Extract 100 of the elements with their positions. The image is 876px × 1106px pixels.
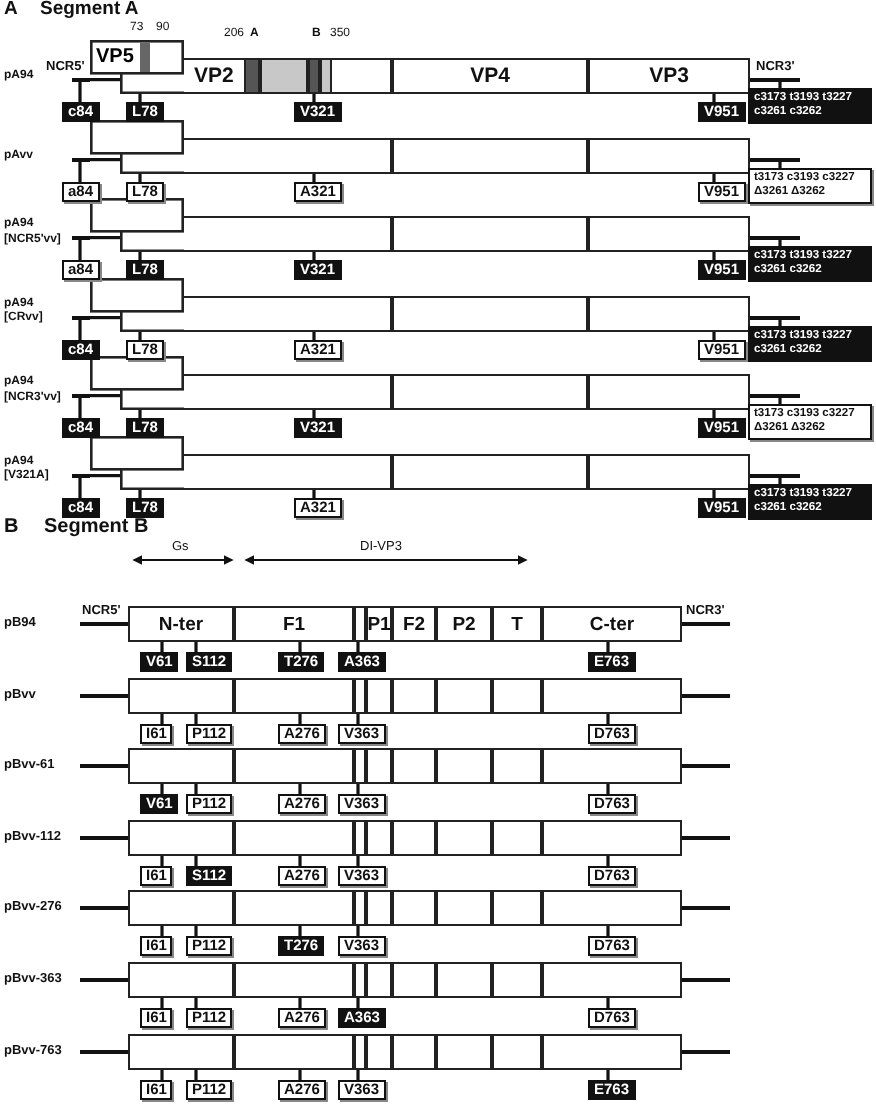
connector-line	[606, 1070, 610, 1080]
connector-line	[78, 162, 82, 182]
connector-line	[712, 94, 716, 102]
region-label: P1	[367, 613, 391, 635]
protein-region-box	[354, 962, 366, 998]
protein-region-box	[588, 296, 750, 332]
panel-letter: B	[4, 516, 19, 538]
region-label: F2	[402, 613, 426, 635]
connector-line	[298, 856, 302, 866]
connector-line	[78, 240, 82, 260]
protein-region-box	[392, 216, 588, 252]
genome-line	[682, 978, 730, 982]
genome-line	[80, 836, 128, 840]
connector-line	[160, 1070, 164, 1080]
protein-region-box	[492, 962, 542, 998]
connector-line	[78, 82, 82, 102]
protein-region-box	[366, 748, 392, 784]
protein-region-box	[542, 820, 682, 856]
connector-line	[78, 398, 82, 418]
connector-line	[312, 332, 316, 340]
region-label: P2	[452, 613, 476, 635]
connector-line	[356, 642, 360, 652]
genome-line	[80, 622, 128, 626]
protein-region-box	[354, 890, 366, 926]
genome-line	[682, 1050, 730, 1054]
connector-line	[712, 252, 716, 260]
protein-region-box	[366, 962, 392, 998]
protein-region-box	[492, 820, 542, 856]
region-label: VP2	[194, 64, 234, 88]
connector-line	[138, 490, 142, 498]
protein-region-box	[436, 820, 492, 856]
connector-line	[356, 856, 360, 866]
protein-region-box	[492, 678, 542, 714]
protein-region-box	[128, 678, 234, 714]
protein-region-box	[184, 454, 392, 490]
protein-region-box	[436, 890, 492, 926]
connector-line	[712, 174, 716, 182]
protein-region-box	[184, 296, 392, 332]
connector-line	[356, 714, 360, 724]
connector-line	[78, 320, 82, 340]
connector-line	[194, 926, 198, 936]
connector-line	[356, 926, 360, 936]
connector-line	[778, 320, 782, 326]
protein-region-box	[392, 296, 588, 332]
protein-region-box	[392, 374, 588, 410]
protein-region-box	[588, 138, 750, 174]
protein-region-box	[366, 606, 392, 642]
connector-line	[312, 252, 316, 260]
connector-line	[160, 998, 164, 1008]
protein-region-box	[366, 820, 392, 856]
connector-line	[606, 714, 610, 724]
connector-line	[160, 784, 164, 794]
genome-line	[80, 764, 128, 768]
connector-line	[712, 410, 716, 418]
protein-region-box	[128, 748, 234, 784]
panel-title: Segment A	[40, 0, 139, 20]
genome-line	[750, 78, 800, 82]
connector-line	[138, 410, 142, 418]
protein-region-box	[588, 454, 750, 490]
protein-region-box	[128, 820, 234, 856]
protein-region-box	[392, 58, 588, 94]
protein-region-box	[392, 748, 436, 784]
connector-line	[778, 162, 782, 168]
protein-region-box	[542, 962, 682, 998]
protein-region-box	[392, 1034, 436, 1070]
connector-line	[312, 490, 316, 498]
region-label: N-ter	[158, 613, 204, 635]
genome-line	[682, 622, 730, 626]
region-label: F1	[282, 613, 306, 635]
protein-region-box	[366, 678, 392, 714]
connector-line	[606, 784, 610, 794]
protein-region-box	[354, 748, 366, 784]
genome-line	[750, 236, 800, 240]
connector-line	[138, 332, 142, 340]
connector-line	[778, 82, 782, 88]
genome-line	[750, 158, 800, 162]
protein-region-box	[542, 748, 682, 784]
protein-region-box	[542, 678, 682, 714]
protein-region-box	[392, 606, 436, 642]
protein-region-box	[234, 606, 354, 642]
protein-region-box	[128, 890, 234, 926]
protein-region-box	[184, 138, 392, 174]
protein-region-box	[354, 678, 366, 714]
genome-line	[682, 906, 730, 910]
genome-line	[750, 474, 800, 478]
genome-line	[750, 316, 800, 320]
region-label: VP3	[649, 64, 689, 88]
connector-line	[194, 1070, 198, 1080]
panel-letter: A	[4, 0, 18, 20]
genome-line	[80, 694, 128, 698]
protein-region-box	[234, 820, 354, 856]
connector-line	[160, 926, 164, 936]
protein-region-box	[234, 678, 354, 714]
protein-region-box	[436, 678, 492, 714]
protein-region-box	[234, 890, 354, 926]
protein-region-box	[354, 820, 366, 856]
protein-region-box	[492, 1034, 542, 1070]
genome-line	[682, 694, 730, 698]
genome-line	[80, 906, 128, 910]
connector-line	[606, 998, 610, 1008]
